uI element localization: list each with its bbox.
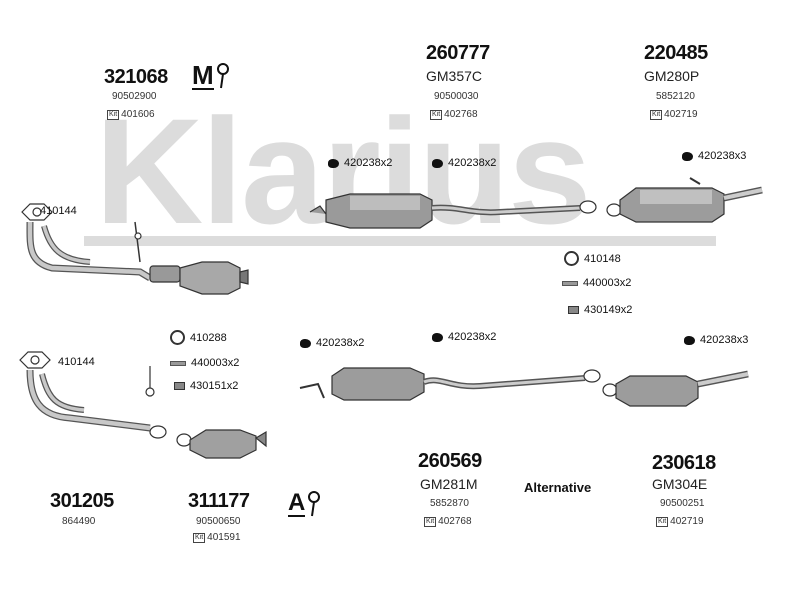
clamp-icon [432, 158, 443, 168]
oe-number-301205: 864490 [62, 516, 96, 527]
code-260777: GM357C [426, 68, 483, 84]
clamp-icon [300, 338, 311, 348]
label-410148: 410148 [564, 251, 621, 266]
code-260569: GM281M [420, 476, 478, 492]
kit-220485: Kit 402719 [650, 109, 698, 120]
label-410144-bottom: 410144 [58, 356, 95, 368]
kit-260569: Kit 402768 [424, 516, 472, 527]
oe-number-220485: 5852120 [656, 91, 695, 102]
label-text: 420238x2 [448, 157, 497, 169]
label-text: 410288 [190, 331, 227, 344]
part-number-301205: 301205 [50, 490, 114, 512]
kit-tag: Kit [193, 532, 206, 543]
watermark-bar [84, 236, 716, 246]
alternative-label: Alternative [524, 480, 592, 495]
front-pipe-bottom [19, 351, 167, 439]
kit-number: 402768 [444, 109, 478, 120]
label-text: 410144 [58, 356, 95, 368]
kit-number: 402719 [670, 516, 704, 527]
label-text: 420238x2 [448, 331, 497, 343]
manual-gearbox-icon: M [192, 62, 232, 90]
middle-silencer-top [309, 193, 597, 229]
manual-symbol: M [192, 60, 214, 90]
label-420238x2-d: 420238x2 [432, 331, 496, 343]
part-number-220485: 220485 [644, 42, 708, 64]
front-pipe-with-catalyst-top [21, 203, 249, 295]
oe-number-260777: 90500030 [434, 91, 479, 102]
rear-silencer-bottom [602, 370, 749, 407]
part-number-260777: 260777 [426, 42, 490, 64]
kit-number: 401591 [207, 532, 241, 543]
nut-icon [568, 306, 579, 314]
kit-number: 401606 [121, 109, 155, 120]
gasket-ring-icon [564, 251, 579, 266]
clamp-icon [682, 151, 693, 161]
part-number-311177: 311177 [188, 490, 250, 512]
kit-tag: Kit [107, 109, 120, 120]
gasket-ring-icon [170, 330, 185, 345]
part-number-230618: 230618 [652, 452, 716, 474]
label-440003x2-right: 440003x2 [562, 277, 631, 289]
middle-silencer-bottom [299, 367, 601, 401]
label-text: 420238x3 [698, 150, 747, 162]
clamp-icon [432, 332, 443, 342]
nut-icon [174, 382, 185, 390]
label-420238x2-b: 420238x2 [432, 157, 496, 169]
label-420238x2-a: 420238x2 [328, 157, 392, 169]
kit-number: 402719 [664, 109, 698, 120]
kit-tag: Kit [424, 516, 437, 527]
part-number-321068: 321068 [104, 66, 168, 88]
label-420238x3-top: 420238x3 [682, 150, 746, 162]
bolt-icon [562, 280, 578, 286]
kit-tag: Kit [650, 109, 663, 120]
oe-number-321068: 90502900 [112, 91, 157, 102]
sensor-bolt-bottom [145, 366, 155, 397]
kit-321068: Kit 401606 [107, 109, 155, 120]
kit-number: 402768 [438, 516, 472, 527]
part-number-260569: 260569 [418, 450, 482, 472]
label-text: 420238x3 [700, 334, 749, 346]
label-440003x2-left: 440003x2 [170, 357, 239, 369]
code-220485: GM280P [644, 68, 700, 84]
kit-230618: Kit 402719 [656, 516, 704, 527]
label-text: 420238x2 [316, 337, 365, 349]
clamp-icon [328, 158, 339, 168]
label-text: 440003x2 [583, 277, 632, 289]
kit-260777: Kit 402768 [430, 109, 478, 120]
automatic-symbol: A [288, 489, 306, 517]
label-420238x2-c: 420238x2 [300, 337, 364, 349]
catalyst-bottom [176, 429, 267, 459]
rear-silencer-top [606, 177, 763, 223]
kit-tag: Kit [430, 109, 443, 120]
label-430149x2: 430149x2 [568, 304, 632, 316]
label-text: 420238x2 [344, 157, 393, 169]
label-410144-top: 410144 [40, 205, 77, 217]
kit-311177: Kit 401591 [193, 532, 241, 543]
label-text: 430149x2 [584, 304, 633, 316]
automatic-gearbox-icon: A [288, 490, 323, 518]
label-text: 410144 [40, 205, 77, 217]
bolt-icon [170, 360, 186, 366]
label-text: 430151x2 [190, 380, 239, 392]
label-410288: 410288 [170, 330, 227, 345]
kit-tag: Kit [656, 516, 669, 527]
oe-number-230618: 90500251 [660, 498, 705, 509]
label-text: 440003x2 [191, 357, 240, 369]
label-430151x2: 430151x2 [174, 380, 238, 392]
oe-number-311177: 90500650 [196, 516, 241, 527]
code-230618: GM304E [652, 476, 708, 492]
label-420238x3-bottom: 420238x3 [684, 334, 748, 346]
clamp-icon [684, 335, 695, 345]
oe-number-260569: 5852870 [430, 498, 469, 509]
label-text: 410148 [584, 252, 621, 265]
